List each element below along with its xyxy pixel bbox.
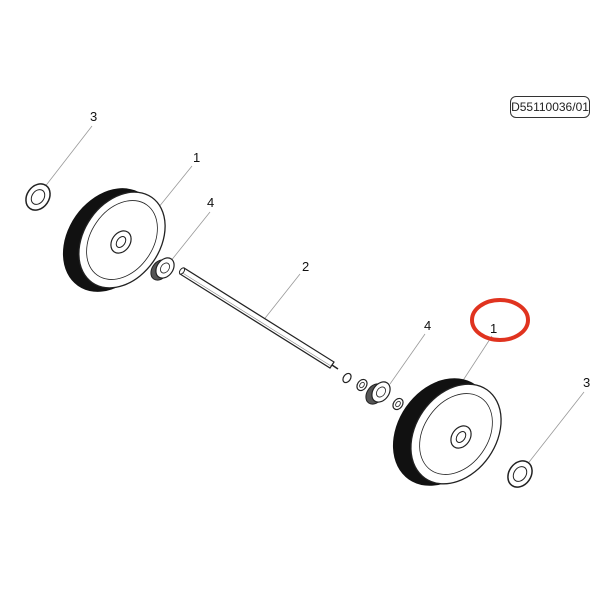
leader-lines [43, 125, 585, 467]
callout-washer-right: 3 [583, 375, 590, 390]
callout-wheel-right: 1 [490, 321, 497, 336]
wheel-right [392, 378, 502, 486]
callout-washer-left: 3 [90, 109, 97, 124]
drawing-code-box: D55110036/01 [510, 96, 590, 118]
callout-axle: 2 [302, 259, 309, 274]
bearing-right [365, 381, 391, 405]
callout-wheel-left: 1 [193, 150, 200, 165]
axle [178, 267, 339, 370]
bearing-left [150, 257, 175, 281]
wheel-left [62, 188, 166, 292]
washer-right [507, 460, 533, 488]
washer-left [25, 183, 51, 211]
callout-bearing-left: 4 [207, 195, 214, 210]
highlight-circle [470, 298, 530, 342]
clips-right-inner [342, 372, 368, 392]
callout-bearing-right: 4 [424, 318, 431, 333]
